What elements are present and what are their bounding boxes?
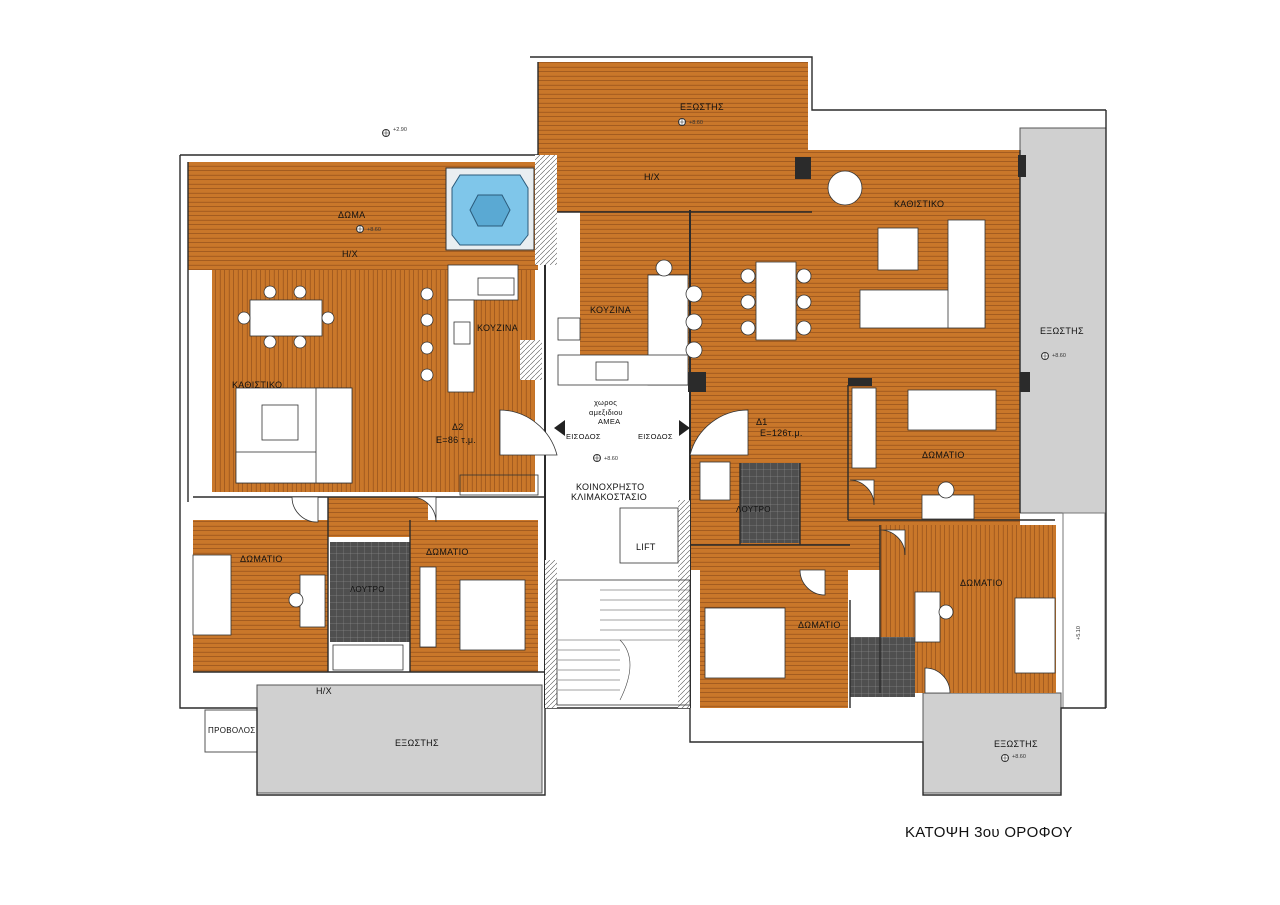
label-stair-1: ΚΟΙΝΟΧΡΗΣΤΟ bbox=[576, 482, 644, 492]
drawing-title: ΚΑΤΟΨΗ 3ου ΟΡΟΦΟΥ bbox=[905, 824, 1073, 841]
dining-table-right bbox=[755, 261, 797, 341]
label-bedroom-left: ΔΩΜΑΤΙΟ bbox=[240, 554, 283, 564]
terrace-bottom-right bbox=[922, 692, 1062, 794]
dining-table-left bbox=[249, 299, 323, 337]
label-amea-2: αμεξιδιου bbox=[589, 408, 623, 417]
label-doma: ΔΩΜΑ bbox=[338, 210, 365, 220]
level-terrace-top: +8.60 bbox=[689, 120, 703, 126]
level-landing: +8.60 bbox=[604, 456, 618, 462]
bed-left bbox=[192, 554, 232, 636]
label-living-left: ΚΑΘΙΣΤΙΚΟ bbox=[232, 380, 282, 390]
doors bbox=[291, 409, 951, 694]
floor-corridor-center bbox=[328, 497, 428, 537]
label-living-right: ΚΑΘΙΣΤΙΚΟ bbox=[894, 199, 944, 209]
entrance-arrows bbox=[554, 420, 690, 436]
label-kitchen-left: ΚΟΥΖΙΝΑ bbox=[477, 323, 518, 333]
level-roof: +2.90 bbox=[393, 127, 407, 133]
label-kitchen-center: ΚΟΥΖΙΝΑ bbox=[590, 305, 631, 315]
bed-right-bottom bbox=[1014, 597, 1056, 674]
structure bbox=[520, 155, 1030, 708]
level-marker-icon bbox=[593, 454, 601, 462]
arrow-right-icon bbox=[679, 420, 690, 436]
coffee-table-left bbox=[261, 404, 299, 441]
level-marker-icon bbox=[356, 225, 364, 233]
level-marker-icon bbox=[678, 118, 686, 126]
label-bath-left: ΛΟΥΤΡΟ bbox=[350, 585, 385, 594]
furniture bbox=[192, 170, 1056, 706]
label-bedroom-center: ΔΩΜΑΤΙΟ bbox=[798, 620, 841, 630]
level-marker-icon bbox=[382, 129, 390, 137]
bathrooms bbox=[330, 463, 915, 697]
label-d2-name: Δ2 bbox=[452, 422, 464, 432]
label-terrace-top: ΕΞΩΣΤΗΣ bbox=[680, 102, 724, 112]
label-terrace-bottom-left: ΕΞΩΣΤΗΣ bbox=[395, 738, 439, 748]
label-bedroom-right-top: ΔΩΜΑΤΙΟ bbox=[922, 450, 965, 460]
label-terrace-right: ΕΞΩΣΤΗΣ bbox=[1040, 326, 1084, 336]
label-ac-bottom: Η/Χ bbox=[316, 686, 332, 696]
label-bedroom-right-bottom: ΔΩΜΑΤΙΟ bbox=[960, 578, 1003, 588]
lift-car bbox=[619, 507, 679, 564]
label-d1-name: Δ1 bbox=[756, 417, 768, 427]
staircase bbox=[558, 589, 690, 701]
label-terrace-bottom-right: ΕΞΩΣΤΗΣ bbox=[994, 739, 1038, 749]
label-d1-area: Ε=126τ.μ. bbox=[760, 428, 803, 438]
level-terrace-bottom-right: +8.60 bbox=[1012, 754, 1026, 760]
terrace-bottom-left bbox=[256, 684, 543, 794]
label-bedroom-mid-left: ΔΩΜΑΤΙΟ bbox=[426, 547, 469, 557]
level-side: +5.10 bbox=[1076, 626, 1082, 640]
label-lift: LIFT bbox=[636, 542, 656, 552]
label-amea-3: ΑΜΕΑ bbox=[598, 417, 620, 426]
level-marker-icon bbox=[1001, 754, 1009, 762]
label-d2-area: Ε=86 τ.μ. bbox=[436, 435, 476, 445]
arrow-left-icon bbox=[554, 420, 565, 436]
label-entrance-right: ΕΙΣΟΔΟΣ bbox=[638, 432, 673, 441]
level-terrace-right: +8.60 bbox=[1052, 353, 1066, 359]
level-doma: +8.60 bbox=[367, 227, 381, 233]
level-marker-icon bbox=[1041, 352, 1049, 360]
jacuzzi-icon bbox=[445, 167, 535, 251]
label-provolos: ΠΡΟΒΟΛΟΣ bbox=[208, 726, 256, 735]
terrace-right bbox=[1019, 127, 1107, 514]
label-amea-1: χωρος bbox=[594, 398, 617, 407]
armchair-right bbox=[877, 227, 919, 271]
label-ac-top: Η/Χ bbox=[644, 172, 660, 182]
bed-right-top bbox=[907, 389, 997, 431]
bed-mid-left bbox=[459, 579, 526, 651]
label-stair-2: ΚΛΙΜΑΚΟΣΤΑΣΙΟ bbox=[571, 492, 647, 502]
bed-center bbox=[704, 607, 786, 679]
terrace-side-right bbox=[1062, 512, 1106, 709]
label-entrance-left: ΕΙΣΟΔΟΣ bbox=[566, 432, 601, 441]
bath-center-tiles bbox=[740, 463, 800, 543]
label-bath-center: ΛΟΥΤΡΟ bbox=[736, 505, 771, 514]
bath-left-tiles bbox=[330, 542, 410, 642]
label-ac-doma: Η/Χ bbox=[342, 249, 358, 259]
wc-right-tiles bbox=[850, 637, 915, 697]
